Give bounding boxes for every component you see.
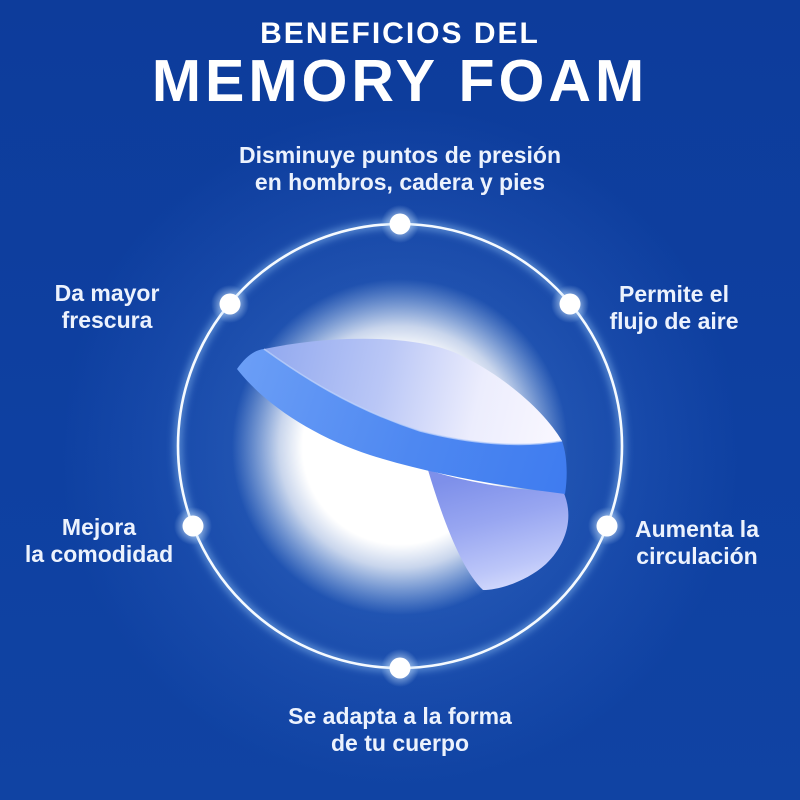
- pillow-crease-highlight: [263, 348, 563, 446]
- orbit-dot-lower-right: [588, 507, 626, 545]
- orbit-dot-upper-left: [211, 285, 249, 323]
- pillow-front-band: [237, 349, 567, 494]
- benefit-line: Disminuye puntos de presión: [238, 141, 562, 168]
- benefit-line: Da mayor: [54, 279, 160, 306]
- memory-foam-pillow-illustration: [237, 338, 569, 590]
- benefit-label-comfort: Mejora la comodidad: [25, 514, 173, 568]
- benefit-label-freshness: Da mayor frescura: [55, 280, 160, 334]
- benefit-line: frescura: [61, 307, 153, 333]
- benefit-line: en hombros, cadera y pies: [254, 169, 546, 195]
- benefit-label-pressure-points: Disminuye puntos de presión en hombros, …: [239, 142, 561, 196]
- benefit-line: circulación: [636, 543, 758, 569]
- benefit-line: Permite el: [619, 280, 729, 307]
- benefit-line: Se adapta a la forma: [288, 702, 512, 729]
- orbit-dot-lower-left: [174, 507, 212, 545]
- orbit-dot-upper-right: [551, 285, 589, 323]
- page-title: MEMORY FOAM: [151, 48, 649, 114]
- pillow-tail-surface: [428, 470, 569, 590]
- orbit-dots: [174, 205, 626, 687]
- title-kicker: BENEFICIOS DEL: [260, 17, 540, 50]
- benefit-line: Mejora: [61, 513, 137, 540]
- orbit-dot-top: [381, 205, 419, 243]
- pillow-top-surface: [264, 338, 562, 445]
- benefit-line: la comodidad: [24, 541, 174, 567]
- benefit-label-body-adapt: Se adapta a la forma de tu cuerpo: [288, 703, 512, 757]
- benefit-line: flujo de aire: [609, 308, 739, 334]
- benefit-line: de tu cuerpo: [330, 730, 470, 756]
- benefit-line: Aumenta la: [635, 515, 759, 542]
- orbit-dot-bottom: [381, 649, 419, 687]
- benefit-label-airflow: Permite el flujo de aire: [609, 281, 738, 335]
- benefit-label-circulation: Aumenta la circulación: [635, 516, 759, 570]
